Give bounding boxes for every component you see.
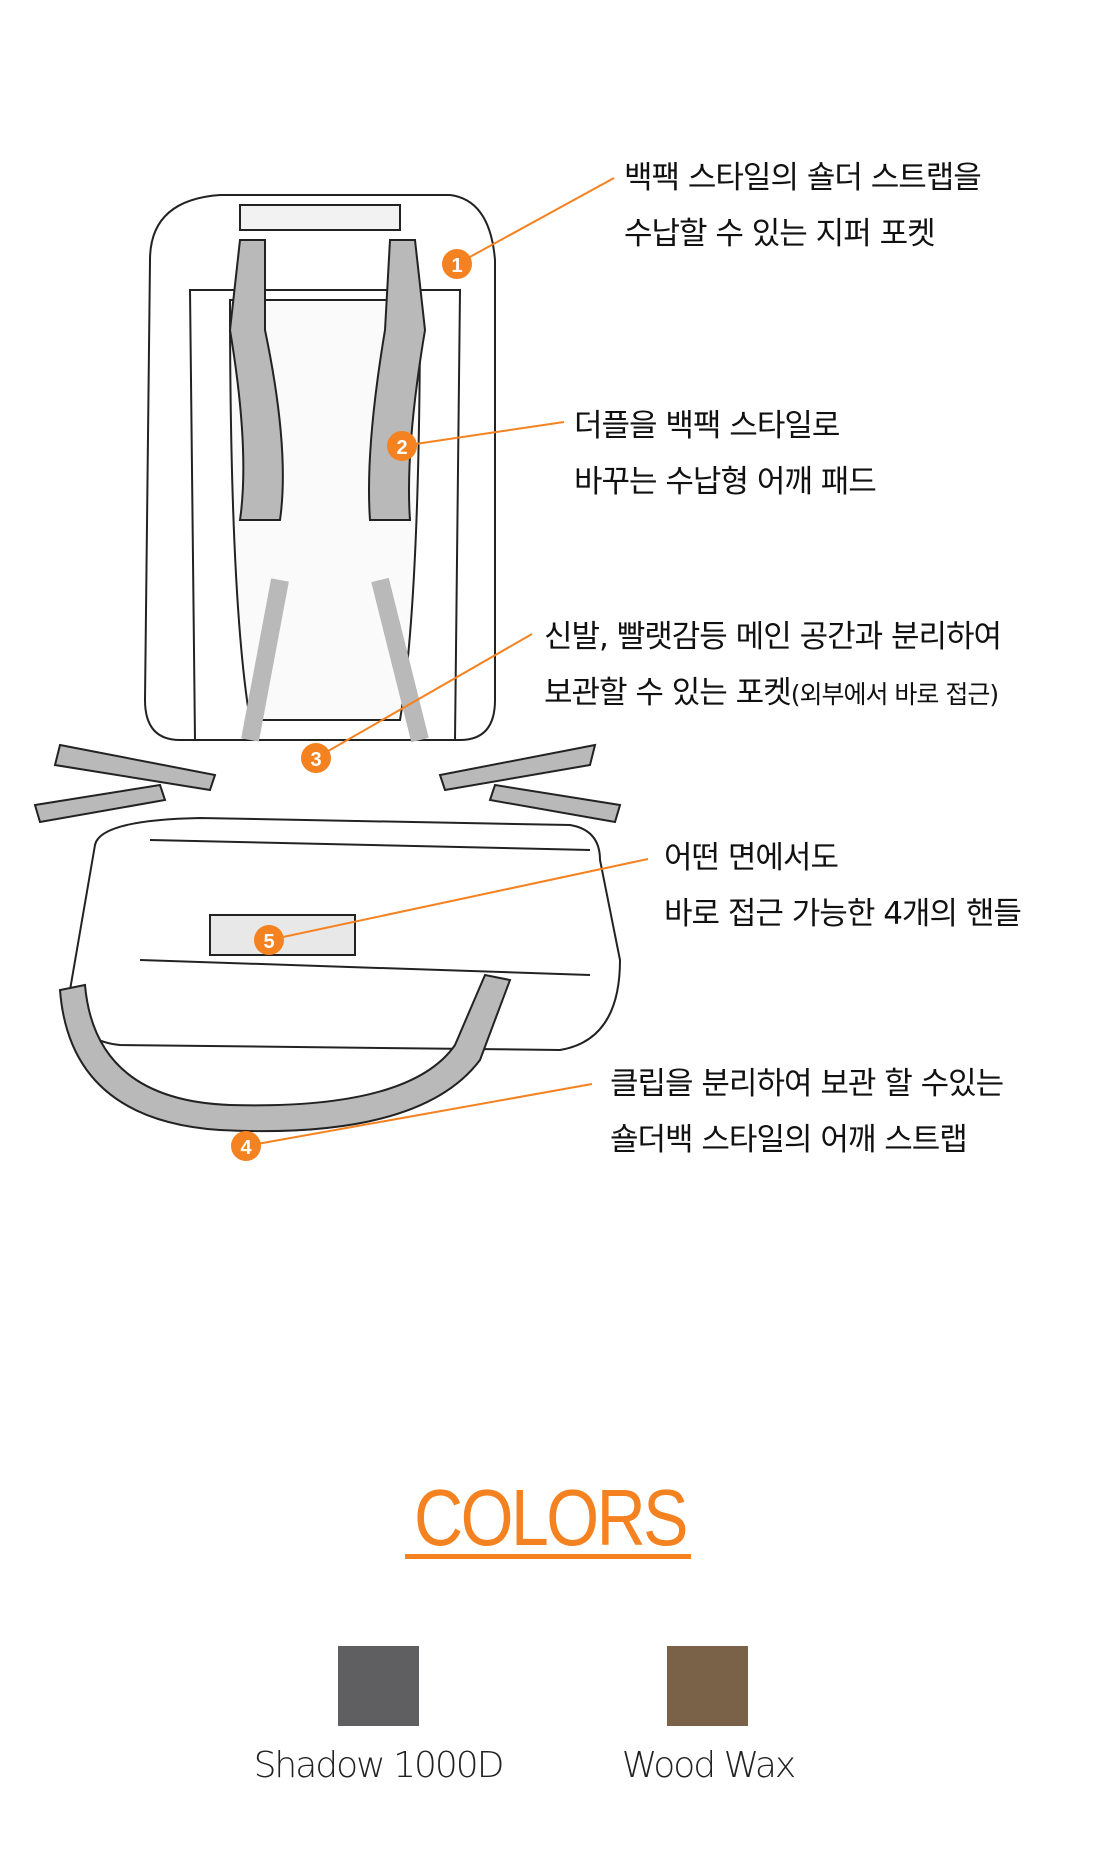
callout-line: 클립을 분리하여 보관 할 수있는 (610, 1066, 1004, 1102)
callout-line: 바로 접근 가능한 4개의 핸들 (664, 896, 1022, 932)
duffel-shoulder-strap (58, 973, 512, 1133)
marker-5: 5 (254, 925, 284, 955)
callout-note: (외부에서 바로 접근) (790, 680, 999, 709)
callout-line: 수납할 수 있는 지퍼 포켓 (624, 216, 936, 252)
color-label-wood-wax: Wood Wax (621, 1745, 797, 1786)
callout-line: 숄더백 스타일의 어깨 스트랩 (610, 1122, 968, 1158)
svg-text:1: 1 (451, 255, 462, 277)
callout-line: 백팩 스타일의 숄더 스트랩을 (624, 160, 982, 196)
callout-shoe-pocket: 신발, 빨랫감등 메인 공간과 분리하여 보관할 수 있는 포켓(외부에서 바로… (544, 609, 1002, 723)
callout-handles: 어떤 면에서도 바로 접근 가능한 4개의 핸들 (664, 830, 1022, 942)
callout-shoulder-pad: 더플을 백팩 스타일로 바꾸는 수납형 어깨 패드 (574, 398, 877, 510)
color-label-shadow: Shadow 1000D (253, 1745, 505, 1786)
marker-4: 4 (231, 1131, 261, 1161)
shoulder-strap-right (368, 239, 427, 521)
color-swatch-wood-wax[interactable] (667, 1646, 748, 1726)
title-underline (405, 1554, 691, 1559)
callout-line: 보관할 수 있는 포켓 (544, 675, 792, 711)
svg-text:3: 3 (310, 749, 321, 771)
callout-zipper-pocket: 백팩 스타일의 숄더 스트랩을 수납할 수 있는 지퍼 포켓 (624, 150, 982, 262)
svg-text:4: 4 (240, 1137, 252, 1159)
marker-2: 2 (387, 431, 417, 461)
svg-text:2: 2 (396, 437, 407, 459)
svg-text:5: 5 (263, 931, 274, 953)
shoulder-strap-left (228, 239, 284, 521)
duffel-backpack-illustration: 1 2 3 5 4 (33, 177, 649, 1161)
marker-3: 3 (301, 743, 331, 773)
callout-shoulder-strap: 클립을 분리하여 보관 할 수있는 숄더백 스타일의 어깨 스트랩 (610, 1056, 1004, 1168)
callout-line: 신발, 빨랫감등 메인 공간과 분리하여 (544, 619, 1002, 655)
color-swatch-shadow[interactable] (338, 1646, 419, 1726)
hip-strap-right (438, 743, 622, 824)
callout-line: 바꾸는 수납형 어깨 패드 (574, 464, 877, 500)
callout-line: 어떤 면에서도 (664, 840, 839, 876)
callout-line: 더플을 백팩 스타일로 (574, 408, 840, 444)
marker-1: 1 (442, 249, 472, 279)
colors-title: COLORS (414, 1473, 688, 1562)
hip-strap-left (33, 743, 217, 824)
